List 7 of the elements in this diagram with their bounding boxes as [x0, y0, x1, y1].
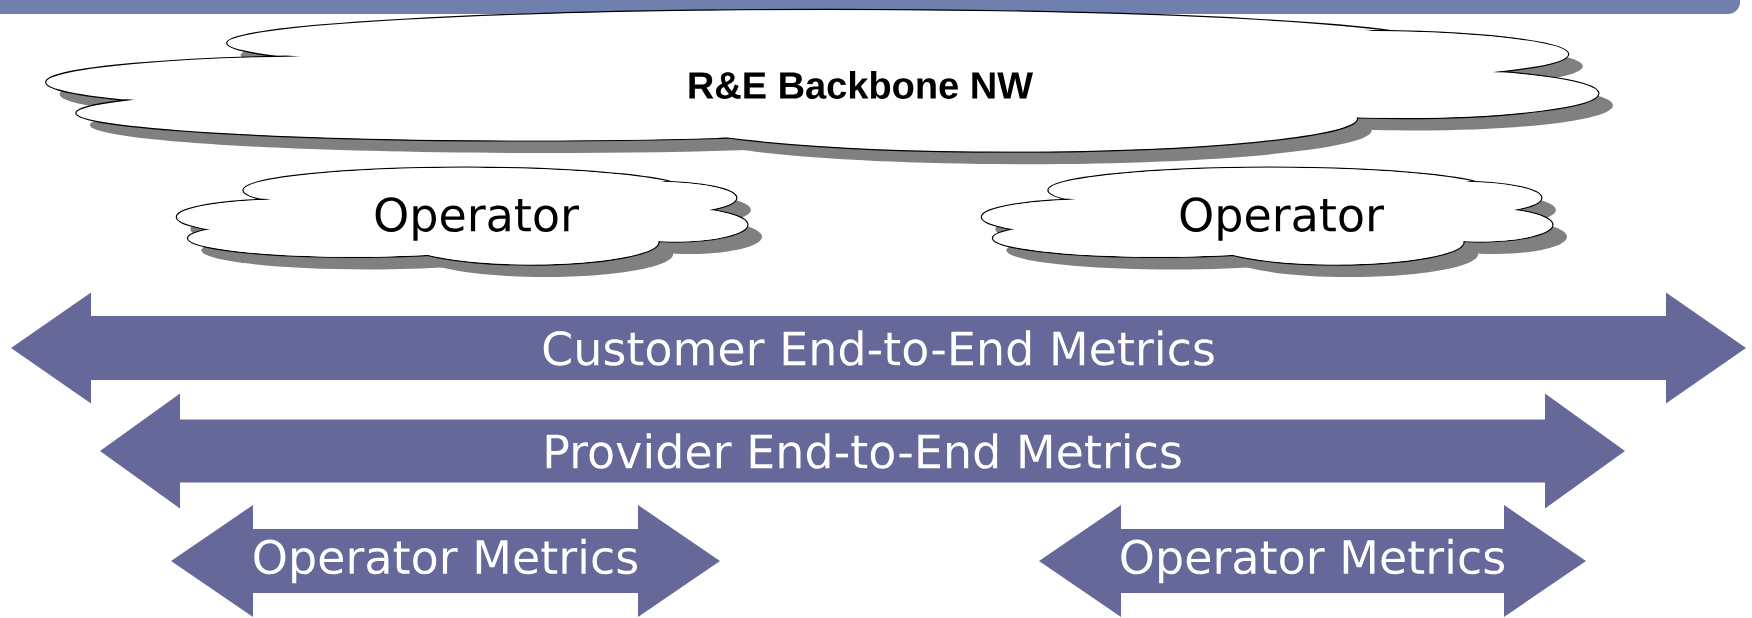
arrow-banner: Customer End-to-End Metrics — [11, 292, 1746, 404]
arrow-banner: Provider End-to-End Metrics — [100, 393, 1625, 509]
arrow-banner: Operator Metrics — [1039, 505, 1586, 617]
cloud: R&E Backbone NW — [45, 8, 1613, 165]
arrow-banner: Operator Metrics — [171, 505, 720, 617]
cloud: Operator — [175, 166, 762, 278]
cloud: Operator — [980, 166, 1567, 278]
